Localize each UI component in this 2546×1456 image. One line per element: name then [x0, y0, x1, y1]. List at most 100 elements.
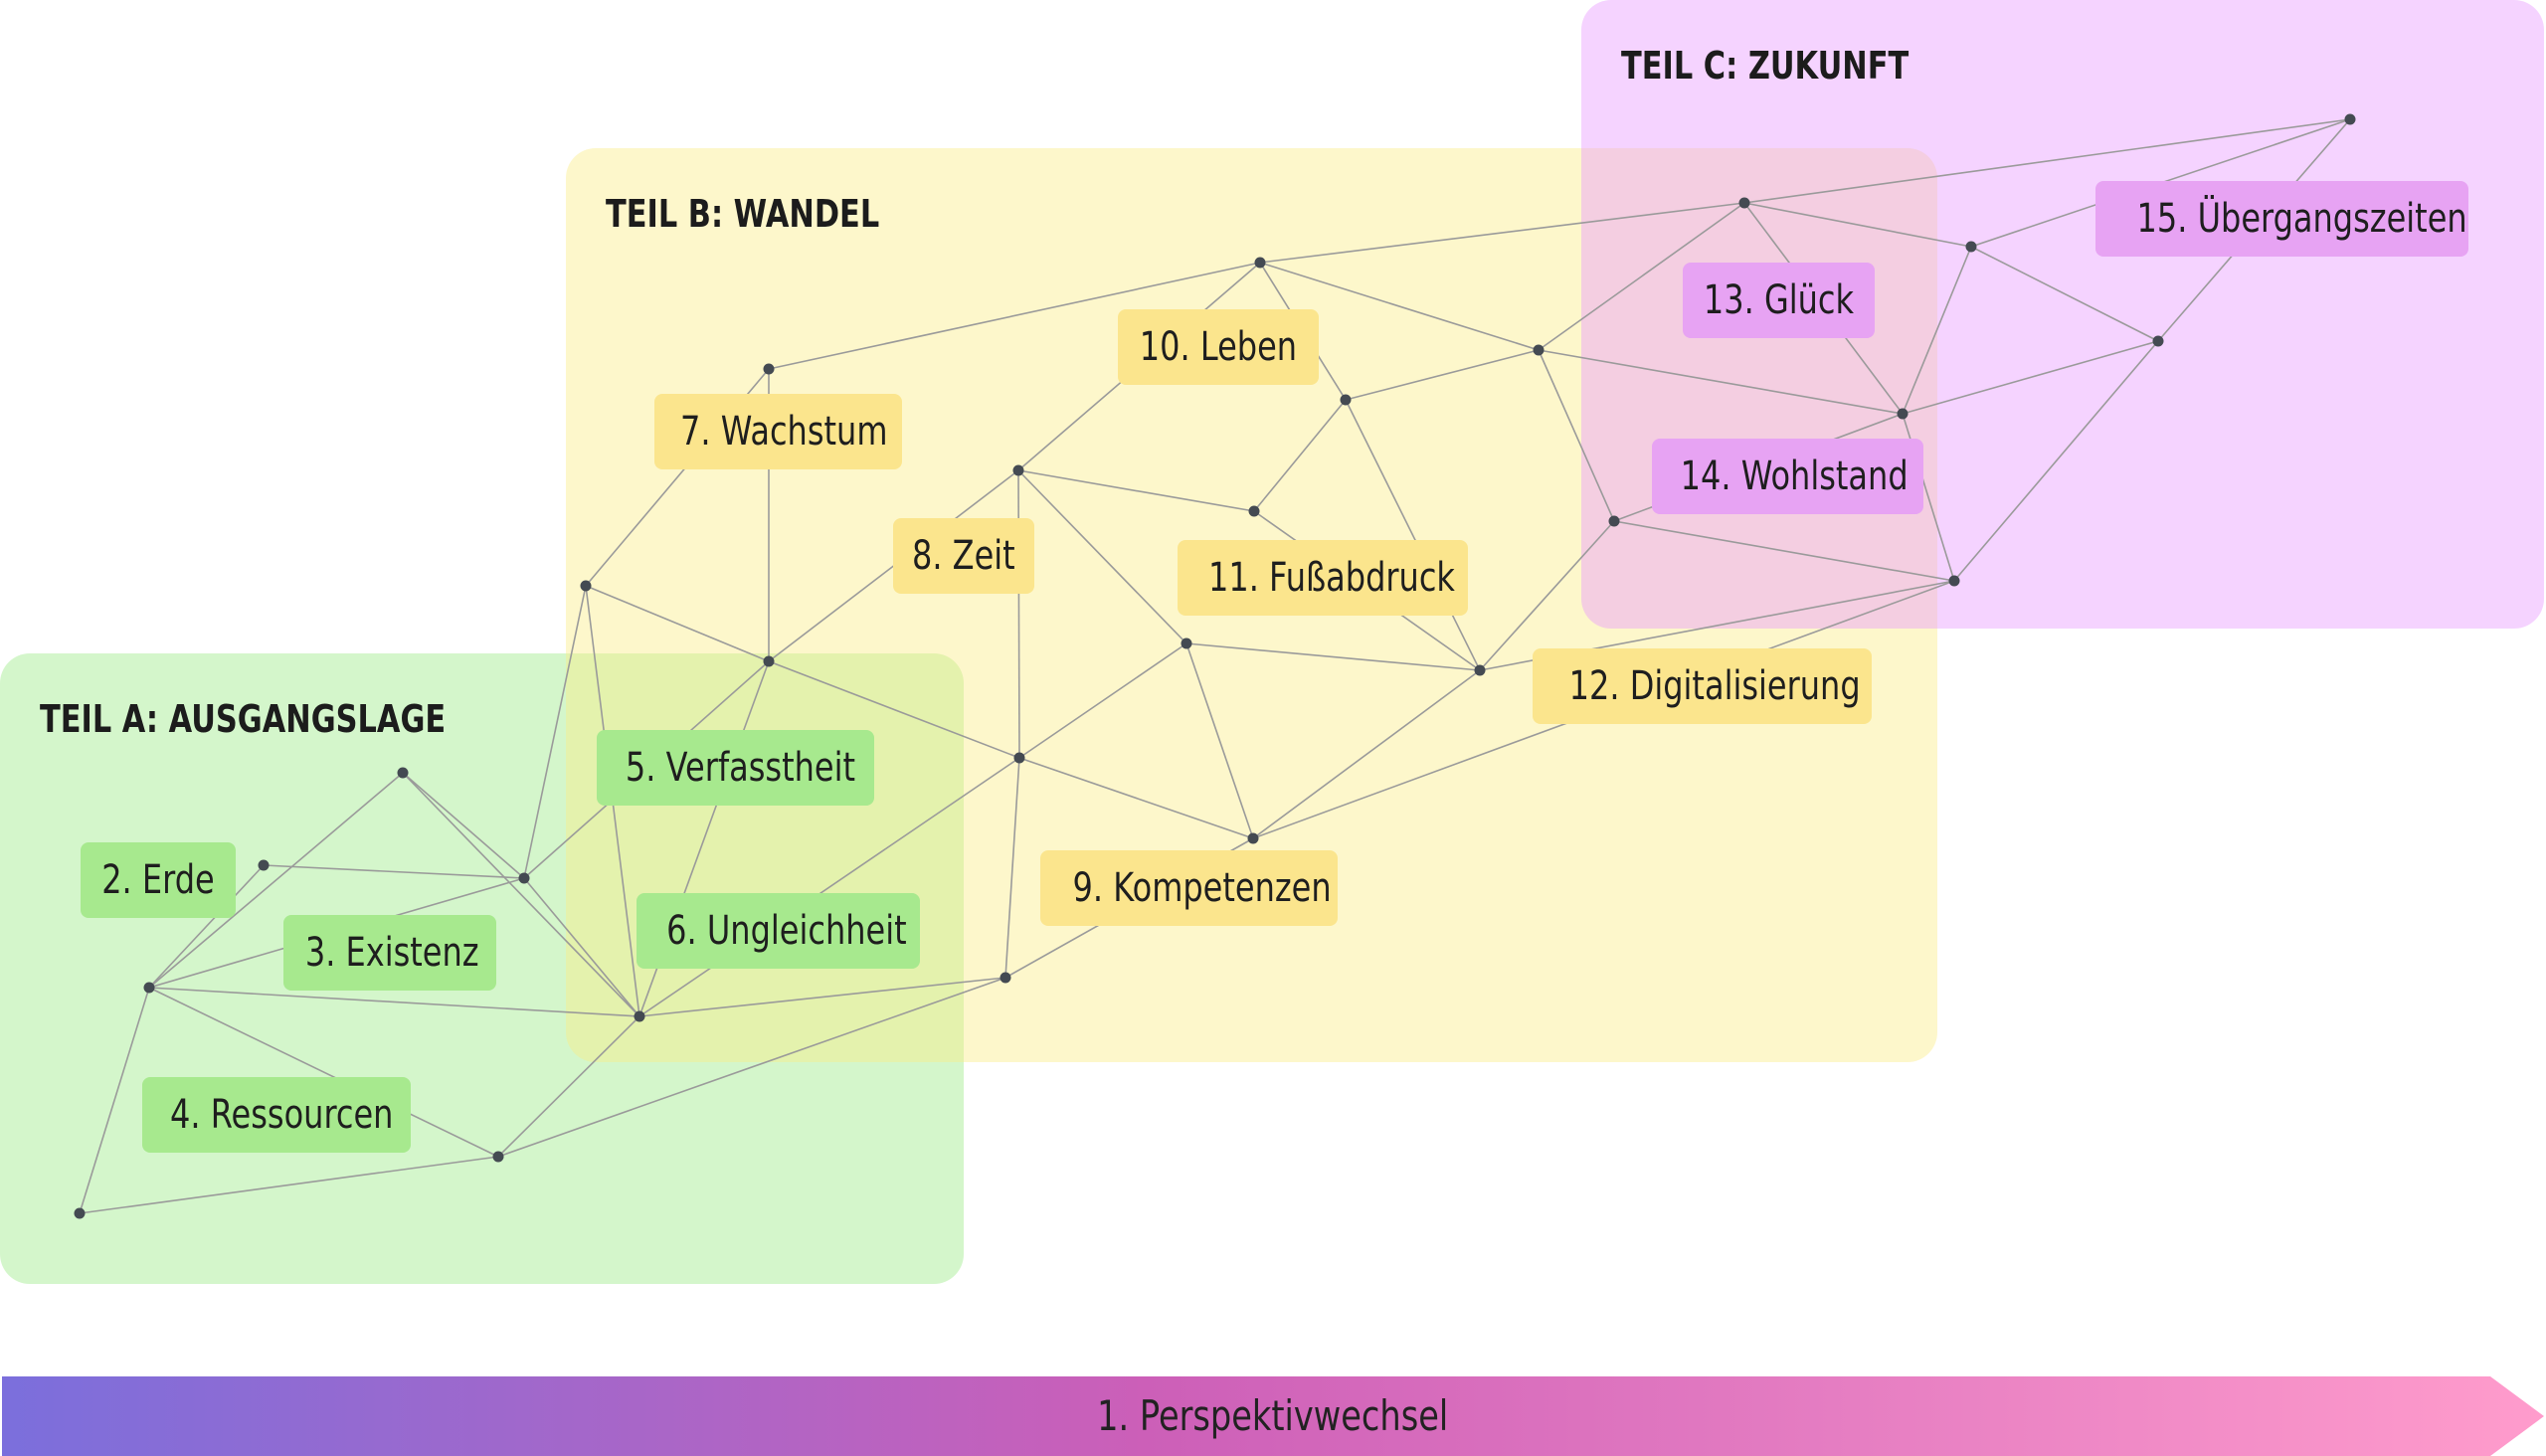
- network-node: [1897, 408, 1909, 420]
- perspektivwechsel-label-text: 1. Perspektivwechsel: [1097, 1391, 1449, 1440]
- network-edge: [523, 877, 640, 1017]
- label-digitalisierung-text: 12. Digitalisierung: [1568, 663, 1861, 709]
- network-node: [492, 1151, 504, 1163]
- network-node: [1248, 505, 1260, 517]
- network-edge: [497, 977, 1006, 1158]
- network-node: [1000, 972, 1011, 984]
- network-node: [1965, 241, 1977, 253]
- network-node: [2344, 113, 2356, 125]
- network-edge: [1252, 669, 1481, 839]
- network-node: [1474, 664, 1486, 676]
- network-edge: [1538, 349, 1904, 415]
- label-digitalisierung[interactable]: 12. Digitalisierung: [1533, 648, 1872, 724]
- network-node: [580, 580, 592, 592]
- region-teil-c-title: TEIL C: ZUKUNFT: [1621, 44, 1910, 88]
- network-edge: [1259, 202, 1745, 264]
- label-erde[interactable]: 2. Erde: [81, 842, 236, 918]
- network-node: [518, 872, 530, 884]
- network-edge: [768, 660, 1020, 759]
- network-edge: [79, 987, 150, 1214]
- network-edge: [1743, 118, 2351, 204]
- region-teil-b-title: TEIL B: WANDEL: [606, 192, 880, 236]
- network-node: [1012, 464, 1024, 476]
- label-wachstum[interactable]: 7. Wachstum: [654, 394, 902, 469]
- network-edge: [585, 585, 770, 662]
- perspektivwechsel-arrow: [2, 1376, 2544, 1456]
- label-ungleichheit-text: 6. Ungleichheit: [666, 908, 907, 954]
- network-node: [1738, 197, 1750, 209]
- network-node: [143, 982, 155, 994]
- network-edge: [1017, 469, 1020, 759]
- label-ungleichheit[interactable]: 6. Ungleichheit: [636, 893, 920, 969]
- network-edge: [1185, 642, 1254, 839]
- network-edge: [1017, 469, 1255, 512]
- network-node: [1533, 344, 1545, 356]
- label-wohlstand[interactable]: 14. Wohlstand: [1652, 439, 1923, 514]
- network-node: [1013, 752, 1025, 764]
- network-node: [1254, 257, 1266, 269]
- perspektivwechsel-label: 1. Perspektivwechsel: [0, 1376, 2546, 1456]
- network-edge: [1902, 246, 1972, 415]
- region-teil-a-title: TEIL A: AUSGANGSLAGE: [40, 697, 447, 741]
- label-erde-text: 2. Erde: [101, 857, 215, 903]
- network-edge: [1253, 399, 1347, 512]
- network-edge: [638, 977, 1006, 1017]
- label-leben[interactable]: 10. Leben: [1118, 309, 1319, 385]
- network-node: [763, 363, 775, 375]
- label-verfasstheit[interactable]: 5. Verfasstheit: [597, 730, 874, 806]
- network-edge: [148, 987, 640, 1017]
- network-edge: [1953, 340, 2159, 582]
- network-edge: [148, 987, 499, 1158]
- label-wachstum-text: 7. Wachstum: [680, 409, 888, 455]
- network-edge: [1018, 757, 1254, 839]
- network-edge: [1613, 520, 1955, 582]
- network-node: [258, 859, 270, 871]
- label-leben-text: 10. Leben: [1139, 324, 1298, 370]
- network-edge: [1017, 469, 1187, 644]
- network-edge: [1345, 349, 1540, 401]
- network-node: [74, 1207, 86, 1219]
- network-edge: [402, 772, 640, 1017]
- network-edge: [402, 772, 525, 879]
- network-node: [763, 655, 775, 667]
- network-node: [1948, 575, 1960, 587]
- label-existenz-text: 3. Existenz: [304, 930, 479, 976]
- network-edge: [263, 864, 525, 879]
- network-edge: [1345, 399, 1481, 671]
- label-glueck[interactable]: 13. Glück: [1683, 263, 1875, 338]
- network-edge: [1970, 246, 2159, 342]
- label-existenz[interactable]: 3. Existenz: [283, 915, 496, 991]
- network-edge: [79, 1156, 499, 1214]
- label-uebergangszeiten-text: 15. Übergangszeiten: [2136, 196, 2467, 242]
- label-fussabdruck[interactable]: 11. Fußabdruck: [1178, 540, 1468, 616]
- network-node: [634, 1010, 645, 1022]
- network-node: [1247, 832, 1259, 844]
- label-verfasstheit-text: 5. Verfasstheit: [625, 745, 856, 791]
- network-node: [397, 767, 409, 779]
- label-ressourcen-text: 4. Ressourcen: [170, 1092, 394, 1138]
- network-edge: [1018, 642, 1187, 759]
- label-ressourcen[interactable]: 4. Ressourcen: [142, 1077, 411, 1153]
- label-wohlstand-text: 14. Wohlstand: [1680, 454, 1909, 499]
- network-edge: [638, 757, 1020, 1017]
- network-edge: [1538, 202, 1745, 351]
- label-kompetenzen-text: 9. Kompetenzen: [1072, 865, 1332, 911]
- network-edge: [1743, 202, 1972, 248]
- network-edge: [148, 864, 265, 989]
- network-edge: [148, 772, 404, 989]
- network-node: [1181, 637, 1192, 649]
- network-edge: [523, 585, 587, 879]
- network-edge: [1479, 520, 1615, 671]
- label-uebergangszeiten[interactable]: 15. Übergangszeiten: [2095, 181, 2468, 257]
- network-node: [1608, 515, 1620, 527]
- label-zeit-text: 8. Zeit: [912, 533, 1015, 579]
- network-edge: [768, 262, 1261, 370]
- network-node: [2152, 335, 2164, 347]
- network-edge: [1538, 349, 1615, 522]
- network-edge: [1902, 340, 2159, 415]
- label-zeit[interactable]: 8. Zeit: [893, 518, 1034, 594]
- label-kompetenzen[interactable]: 9. Kompetenzen: [1040, 850, 1338, 926]
- network-edge: [1004, 757, 1020, 979]
- label-fussabdruck-text: 11. Fußabdruck: [1207, 555, 1455, 601]
